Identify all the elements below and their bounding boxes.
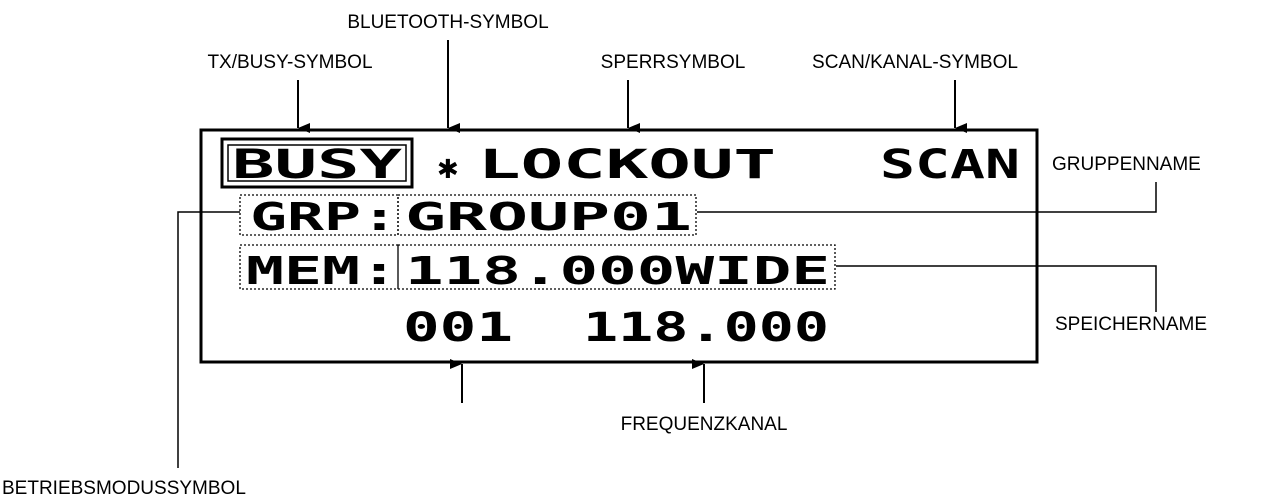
busy-symbol: BUSY: [232, 142, 402, 188]
channel-number: 001: [403, 305, 513, 351]
busy-box: [220, 137, 414, 189]
leader-memory-name: [836, 265, 1157, 312]
frequency-value: 118.000: [583, 305, 829, 351]
callout-scan-channel-symbol: SCAN/KANAL-SYMBOL: [812, 52, 1018, 73]
callout-lock-symbol: SPERRSYMBOL: [601, 52, 746, 73]
memory-name-box: [397, 244, 836, 290]
callout-tx-busy-symbol: TX/BUSY-SYMBOL: [207, 52, 372, 73]
memory-name-value: 118.000WIDE: [405, 249, 830, 293]
callout-bluetooth-symbol: BLUETOOTH-SYMBOL: [347, 12, 548, 33]
mem-label: MEM:: [246, 249, 398, 293]
callout-group-name: GRUPPENNAME: [1052, 154, 1201, 175]
callout-memory-name: SPEICHERNAME: [1055, 314, 1207, 335]
leader-operating-mode: [177, 211, 240, 468]
bluetooth-icon: ✱: [438, 147, 458, 187]
grp-label: GRP:: [250, 195, 398, 239]
group-name-value: GROUP01: [405, 195, 692, 239]
callout-frequency-channel: FREQUENZKANAL: [621, 414, 788, 435]
busy-box-inner: [227, 144, 407, 182]
leader-group-name: [697, 182, 1157, 213]
group-name-box: [397, 194, 697, 236]
lcd-frame: [199, 128, 1039, 364]
scan-symbol: SCAN: [880, 142, 1020, 188]
callout-operating-mode-symbol: BETRIEBSMODUSSYMBOL: [2, 478, 246, 499]
lockout-symbol: LOCKOUT: [478, 142, 776, 188]
